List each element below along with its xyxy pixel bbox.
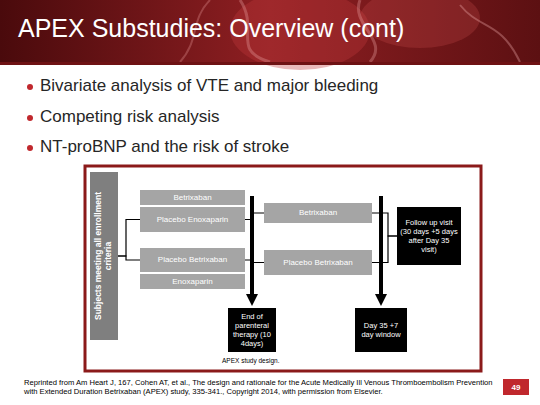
treatment-box: Betrixaban [140, 190, 245, 205]
treatment-box: Enoxaparin [140, 274, 245, 289]
treatment-box: Placebo Betrixaban [264, 250, 372, 275]
treatment-box: Placebo Enoxaparin [140, 207, 245, 232]
box-text: Betrixaban [173, 193, 211, 202]
bullet-text: Competing risk analysis [40, 107, 220, 127]
box-text: Day 35 +7 day window [358, 321, 404, 339]
box-text: Placebo Betrixaban [283, 258, 352, 267]
enrollment-box: Subjects meeting all enrollment criteria [90, 172, 118, 340]
figure-caption: APEX study design. [222, 357, 279, 364]
treatment-box: Betrixaban [264, 203, 372, 223]
connector [372, 236, 397, 263]
timeline-bar [379, 196, 383, 300]
box-text: Placebo Enoxaparin [157, 215, 229, 224]
connector [118, 220, 140, 257]
milestone-box: End of parenteral therapy (10 4days) [228, 308, 276, 352]
box-text: Subjects meeting all enrollment criteria [94, 177, 114, 335]
box-text: Enoxaparin [172, 277, 212, 286]
box-text: End of parenteral therapy (10 4days) [231, 312, 273, 348]
header-stripe [0, 62, 540, 65]
box-text: Betrixaban [299, 208, 337, 217]
box-text: Follow up visit (30 days +5 days after D… [400, 218, 458, 254]
bullet-text: NT-proBNP and the risk of stroke [40, 137, 289, 157]
bullet-dots [27, 84, 33, 151]
slide-title: APEX Substudies: Overview (cont) [18, 14, 404, 43]
page-number: 49 [503, 379, 529, 395]
connector [372, 213, 397, 236]
milestone-box: Follow up visit (30 days +5 days after D… [397, 207, 461, 265]
bullet-text: Bivariate analysis of VTE and major blee… [40, 76, 378, 96]
citation-note: Reprinted from Am Heart J, 167, Cohen AT… [24, 378, 494, 397]
box-text: 49 [512, 383, 521, 392]
treatment-box: Placebo Betrixaban [140, 248, 245, 272]
milestone-box: Day 35 +7 day window [355, 308, 407, 352]
box-text: Placebo Betrixaban [158, 255, 227, 264]
connector [245, 260, 264, 263]
timeline-bar [250, 196, 254, 300]
connector [118, 256, 140, 260]
figure-frame [85, 166, 481, 371]
connector [245, 213, 264, 220]
